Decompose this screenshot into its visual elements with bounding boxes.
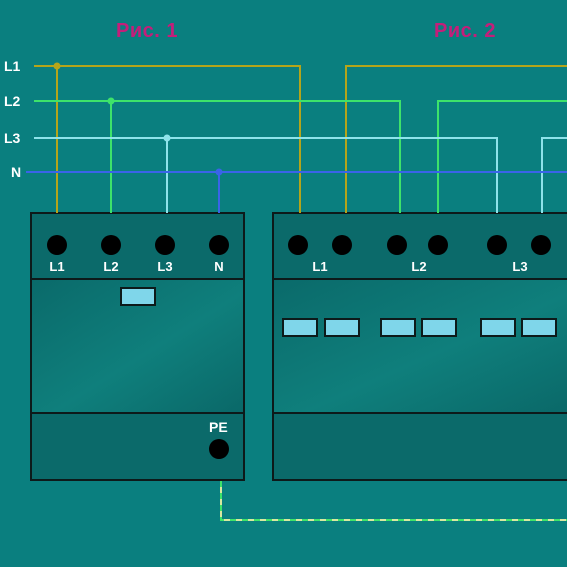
device-2-indicator-l1b (324, 318, 360, 337)
wire-l2-fig1 (34, 100, 401, 213)
junction-n (215, 168, 223, 176)
device-2-terminal-l1-in[interactable] (288, 235, 308, 255)
device-2-label-l1: L1 (312, 259, 328, 274)
figure-2-title: Рис. 2 (434, 20, 496, 42)
figure-1-title: Рис. 1 (116, 20, 178, 42)
device-2-label-l2: L2 (411, 259, 427, 274)
device-2-label-l3: L3 (512, 259, 528, 274)
wire-l1-fig1 (34, 65, 301, 213)
device-1-bottom-section (30, 412, 245, 481)
device-2-indicator-l1a (282, 318, 318, 337)
device-1 (30, 212, 245, 481)
device-2-bottom-section (272, 412, 567, 481)
device-2-indicator-l3b (521, 318, 557, 337)
device-2-terminal-l3-in[interactable] (487, 235, 507, 255)
device-2-middle-section (272, 278, 567, 414)
device-1-terminal-n[interactable] (209, 235, 229, 255)
device-1-terminal-l3[interactable] (155, 235, 175, 255)
device-1-terminal-l2[interactable] (101, 235, 121, 255)
wire-l1-fig2 (345, 65, 567, 213)
device-2 (272, 212, 567, 481)
device-1-label-l2: L2 (103, 259, 119, 274)
bus-label-l1: L1 (4, 58, 21, 74)
device-1-indicator (120, 287, 156, 306)
device-1-terminal-l1[interactable] (47, 235, 67, 255)
device-2-indicator-l2b (421, 318, 457, 337)
device-1-terminal-pe[interactable] (209, 439, 229, 459)
device-1-label-l3: L3 (157, 259, 173, 274)
wire-l3-fig1 (34, 137, 498, 213)
bus-label-n: N (11, 164, 22, 180)
bus-label-l2: L2 (4, 93, 21, 109)
device-1-label-pe: PE (209, 419, 228, 435)
device-1-label-l1: L1 (49, 259, 65, 274)
device-2-top-section (272, 212, 567, 280)
bus-label-l3: L3 (4, 130, 21, 146)
junction-l2 (107, 97, 115, 105)
device-2-indicator-l2a (380, 318, 416, 337)
device-2-indicator-l3a (480, 318, 516, 337)
wire-pe-base (220, 481, 567, 521)
device-2-terminal-l2-out[interactable] (428, 235, 448, 255)
device-2-terminal-l1-out[interactable] (332, 235, 352, 255)
wire-pe-dash (220, 481, 567, 521)
wire-l2-fig2 (437, 100, 567, 213)
device-2-terminal-l2-in[interactable] (387, 235, 407, 255)
device-1-label-n: N (214, 259, 224, 274)
device-2-terminal-l3-out[interactable] (531, 235, 551, 255)
junction-l3 (163, 134, 171, 142)
wires (26, 62, 567, 521)
wire-l3-fig2 (541, 137, 567, 213)
junction-l1 (53, 62, 61, 70)
